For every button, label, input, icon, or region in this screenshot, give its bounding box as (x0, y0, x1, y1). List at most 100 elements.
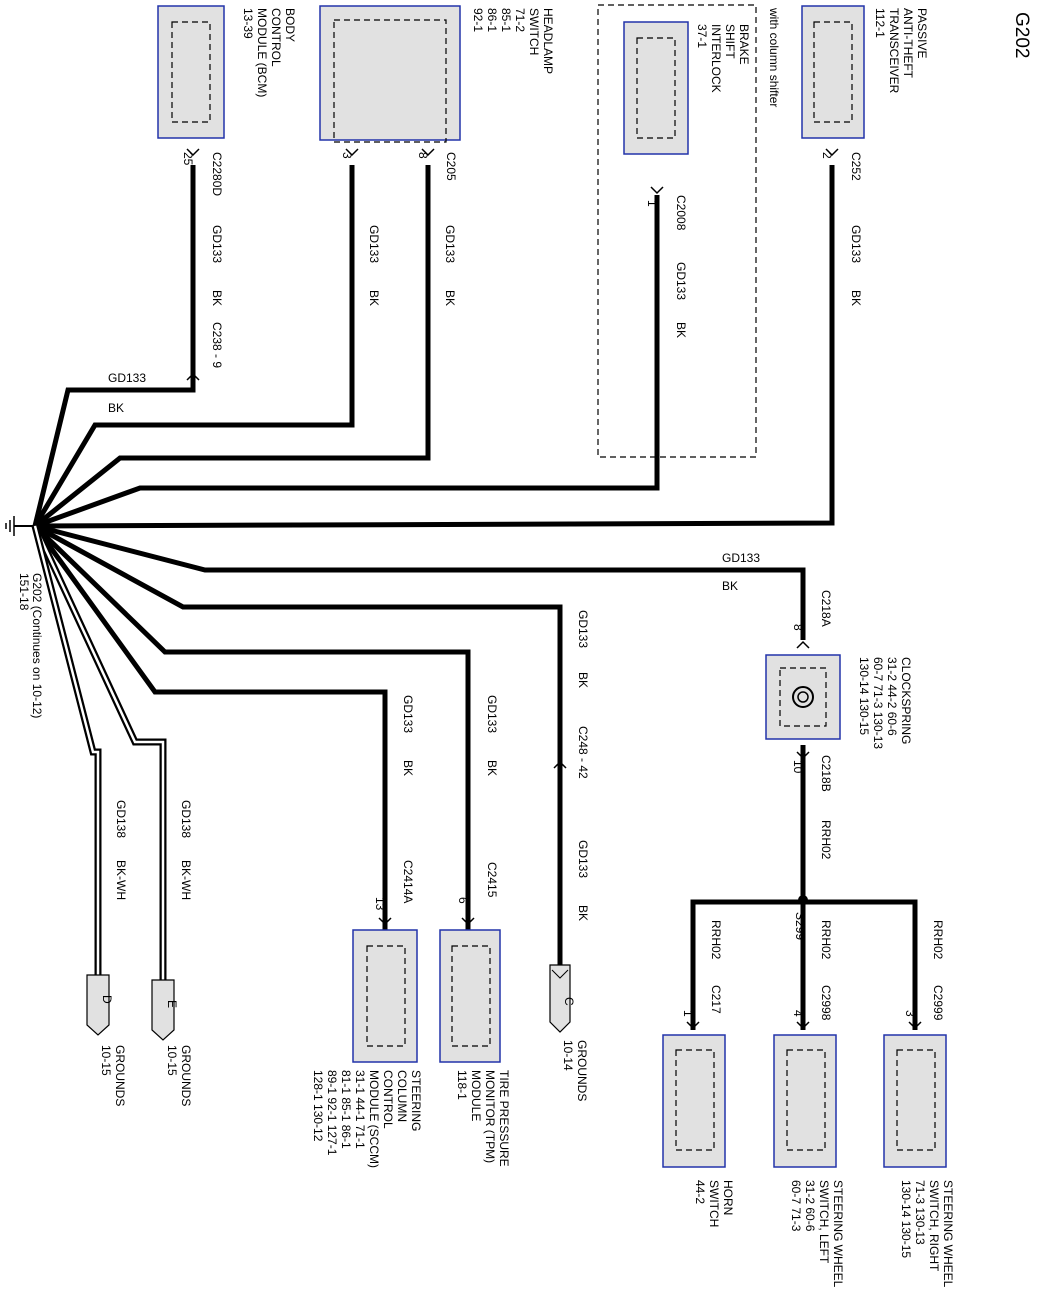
svg-text:STEERING: STEERING (409, 1070, 423, 1131)
connector-arrow-icon (461, 917, 475, 926)
connector-arrow-icon (908, 1021, 922, 1030)
splice-s299 (798, 895, 808, 905)
component-brake-shift-interlock (623, 21, 689, 155)
connector-arrow-icon (796, 751, 810, 760)
component-pats (801, 5, 865, 139)
pin-8: 8 (416, 152, 430, 159)
svg-text:BK-WH: BK-WH (114, 860, 128, 900)
svg-text:GD133: GD133 (849, 225, 863, 263)
pin-10: 10 (791, 760, 805, 774)
svg-text:130-14 130-15: 130-14 130-15 (899, 1180, 913, 1258)
svg-text:BODY: BODY (283, 8, 297, 42)
svg-text:SWITCH, LEFT: SWITCH, LEFT (817, 1180, 831, 1264)
ground-symbol-icon (5, 516, 34, 536)
svg-text:10-14: 10-14 (561, 1040, 575, 1071)
svg-text:ANTI-THEFT: ANTI-THEFT (901, 8, 915, 79)
svg-text:GROUNDS: GROUNDS (113, 1045, 127, 1106)
svg-text:10-15: 10-15 (99, 1045, 113, 1076)
wire-headlamp-8 (33, 165, 431, 528)
svg-text:GD133: GD133 (576, 610, 590, 648)
svg-text:BK: BK (108, 401, 124, 415)
connector-arrows (186, 148, 922, 1030)
wire-grounds-d (31, 525, 102, 975)
svg-text:86-1: 86-1 (485, 8, 499, 32)
svg-text:GD138: GD138 (179, 800, 193, 838)
svg-text:RRH02: RRH02 (709, 920, 723, 960)
svg-text:GD133: GD133 (674, 262, 688, 300)
wire-headlamp-3 (32, 165, 355, 528)
connector-c238: C238 - 9 (210, 322, 224, 368)
ground-tag-d-label: D (100, 995, 114, 1004)
svg-text:81-1 85-1 86-1: 81-1 85-1 86-1 (339, 1070, 353, 1149)
svg-text:44-2: 44-2 (693, 1180, 707, 1204)
svg-text:60-7 71-3: 60-7 71-3 (789, 1180, 803, 1232)
svg-text:HEADLAMP: HEADLAMP (541, 8, 555, 74)
connector-c252: C252 (849, 152, 863, 181)
label-headlamp-switch: HEADLAMP SWITCH 71-2 85-1 86-1 92-1 (471, 8, 555, 74)
connector-arrow-icon (650, 186, 664, 195)
svg-text:GD133: GD133 (210, 225, 224, 263)
svg-text:112-1: 112-1 (873, 8, 887, 38)
ground-tag-c: C (549, 964, 576, 1033)
component-sccm (352, 929, 418, 1063)
wire-bcm (32, 165, 196, 527)
svg-text:BK-WH: BK-WH (179, 860, 193, 900)
svg-text:13-39: 13-39 (241, 8, 255, 39)
svg-text:MONITOR (TPM): MONITOR (TPM) (483, 1070, 497, 1163)
svg-text:60-7 71-3 130-13: 60-7 71-3 130-13 (871, 657, 885, 749)
pin-3: 3 (340, 152, 354, 159)
connector-c248: C248 - 42 (576, 726, 590, 779)
pin-6: 6 (456, 897, 470, 904)
svg-text:37-1: 37-1 (695, 24, 709, 48)
label-grounds-d: GROUNDS 10-15 (99, 1045, 127, 1106)
svg-text:31-2 44-2 60-6: 31-2 44-2 60-6 (885, 657, 899, 736)
component-horn-switch (662, 1034, 726, 1168)
connector-arrow-icon (796, 640, 810, 649)
pin-8-c218a: 8 (791, 624, 805, 631)
svg-text:BK: BK (401, 760, 415, 776)
svg-text:GD133: GD133 (485, 695, 499, 733)
label-pats: PASSIVE ANTI-THEFT TRANSCEIVER 112-1 (873, 8, 929, 94)
svg-text:GD133: GD133 (108, 371, 146, 385)
connector-arrow-icon (553, 760, 567, 769)
svg-text:SWITCH: SWITCH (527, 8, 541, 55)
component-bcm (157, 5, 225, 139)
svg-text:BK: BK (443, 290, 457, 306)
svg-text:GD138: GD138 (114, 800, 128, 838)
wire-pats (34, 165, 835, 529)
connector-arrow-icon (345, 148, 359, 157)
svg-text:COLUMN: COLUMN (395, 1070, 409, 1122)
svg-text:SHIFT: SHIFT (723, 24, 737, 59)
pin-25: 25 (181, 152, 195, 166)
ground-tag-e: E (151, 979, 179, 1041)
svg-text:128-1 130-12: 128-1 130-12 (311, 1070, 325, 1142)
pin-2: 2 (820, 152, 834, 159)
svg-text:SWITCH, RIGHT: SWITCH, RIGHT (927, 1180, 941, 1272)
svg-text:BK: BK (576, 672, 590, 688)
svg-text:BK: BK (367, 290, 381, 306)
connector-arrow-icon (186, 372, 200, 381)
label-grounds-c: GROUNDS 10-14 (561, 1040, 589, 1101)
pin-1-c2008: 1 (645, 200, 659, 207)
wire-bsi (34, 195, 660, 529)
svg-text:STEERING WHEEL: STEERING WHEEL (941, 1180, 955, 1288)
svg-text:MODULE (BCM): MODULE (BCM) (255, 8, 269, 97)
component-steering-wheel-switch-right (883, 1034, 947, 1168)
svg-text:BRAKE: BRAKE (737, 24, 751, 65)
svg-text:RRH02: RRH02 (819, 820, 833, 860)
connector-c2998: C2998 (819, 985, 833, 1021)
svg-text:89-1 92-1 127-1: 89-1 92-1 127-1 (325, 1070, 339, 1156)
wire-clockspring (34, 523, 806, 640)
ground-tag-d: D (86, 974, 114, 1036)
svg-text:TIRE PRESSURE: TIRE PRESSURE (497, 1070, 511, 1167)
label-sccm: STEERING COLUMN CONTROL MODULE (SCCM) 31… (311, 1070, 423, 1168)
svg-text:RRH02: RRH02 (931, 920, 945, 960)
ground-ref: 151-18 (17, 573, 31, 611)
ground-tag-e-label: E (165, 1000, 179, 1008)
svg-text:BK: BK (210, 290, 224, 306)
label-bcm: BODY CONTROL MODULE (BCM) 13-39 (241, 8, 297, 97)
svg-text:BK: BK (849, 290, 863, 306)
svg-text:BK: BK (576, 905, 590, 921)
svg-text:GD133: GD133 (367, 225, 381, 263)
